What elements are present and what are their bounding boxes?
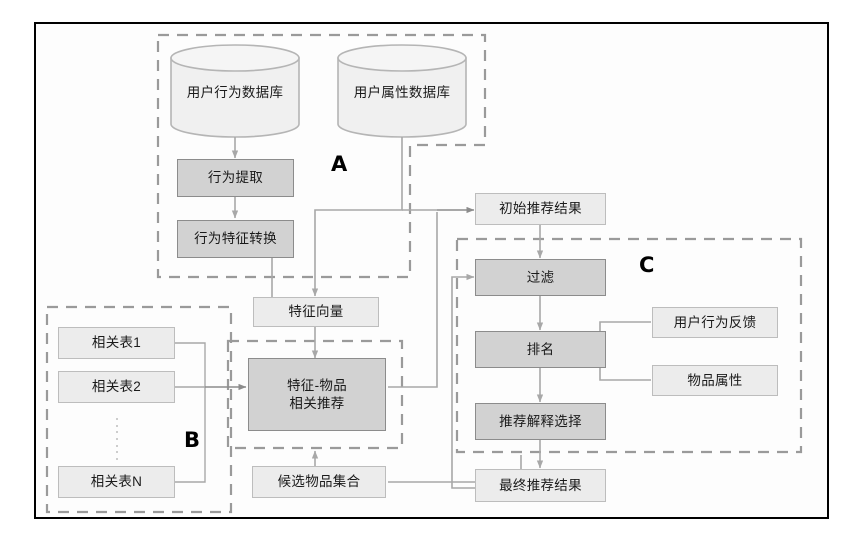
relation-table-1-box[interactable]: 相关表1 [58, 327, 175, 359]
user-behavior-feedback-box[interactable]: 用户行为反馈 [652, 307, 778, 338]
initial-recommend-result-box[interactable]: 初始推荐结果 [475, 193, 606, 225]
group-a-label: A [331, 152, 348, 176]
explanation-selection-box[interactable]: 推荐解释选择 [475, 403, 606, 440]
recommender-label-line2: 相关推荐 [289, 395, 345, 411]
final-recommend-result-box[interactable]: 最终推荐结果 [475, 469, 606, 502]
relation-tables-ellipsis [115, 418, 119, 460]
user-behavior-db-label: 用户行为数据库 [186, 85, 284, 100]
relation-table-n-box[interactable]: 相关表N [58, 466, 175, 498]
ranking-box[interactable]: 排名 [475, 331, 606, 368]
user-attribute-db-label: 用户属性数据库 [353, 85, 451, 100]
feature-vector-box[interactable]: 特征向量 [253, 297, 379, 327]
behavior-feature-transform-box[interactable]: 行为特征转换 [177, 220, 294, 258]
item-attribute-box[interactable]: 物品属性 [652, 365, 778, 396]
feature-item-recommender-box[interactable]: 特征-物品 相关推荐 [248, 358, 386, 431]
relation-table-2-box[interactable]: 相关表2 [58, 371, 175, 403]
group-c-label: C [639, 253, 655, 277]
candidate-item-set-box[interactable]: 候选物品集合 [252, 466, 386, 498]
group-b-label: B [184, 428, 201, 452]
filter-box[interactable]: 过滤 [475, 259, 606, 296]
recommender-label-line1: 特征-物品 [287, 378, 347, 394]
behavior-extraction-box[interactable]: 行为提取 [177, 159, 294, 197]
